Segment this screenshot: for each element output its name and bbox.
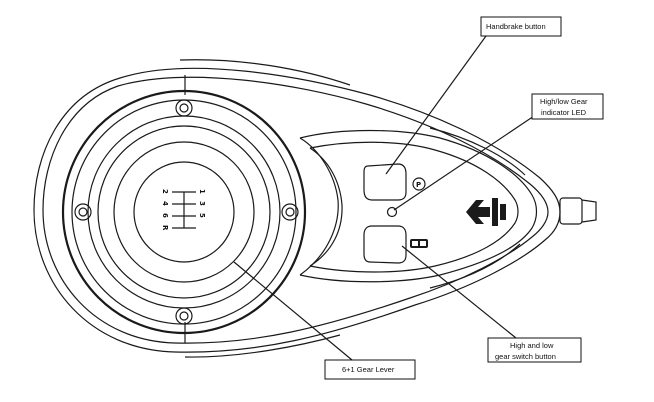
callout-led-line1: High/low Gear [540, 97, 588, 106]
callout-switch-line2: gear switch button [495, 352, 556, 361]
screw-right [281, 203, 299, 221]
callout-handbrake-label: Handbrake button [486, 22, 546, 31]
callout-gear-lever: 6+1 Gear Lever [324, 359, 416, 380]
callout-led: High/low Gear indicator LED [531, 93, 604, 120]
shift-top-2: 5 [198, 213, 206, 218]
handbrake-icon: P [412, 177, 426, 191]
callout-switch-line1: High and low [510, 341, 554, 350]
screw-bottom [175, 307, 193, 325]
callout-lines [233, 35, 541, 361]
screw-top [175, 99, 193, 117]
shift-pattern: 1 3 5 2 4 6 R [161, 189, 206, 231]
svg-text:P: P [416, 181, 421, 189]
gear-indicator-led [386, 206, 398, 218]
callout-handbrake: Handbrake button [480, 16, 562, 37]
shift-bottom-0: 2 [161, 189, 169, 194]
shift-bottom-2: 6 [161, 213, 169, 218]
callout-gear-switch: High and low gear switch button [487, 337, 582, 363]
screw-left [74, 203, 92, 221]
callout-led-line2: indicator LED [541, 108, 587, 117]
shift-bottom-3: R [161, 225, 169, 231]
shift-top-0: 1 [198, 189, 206, 194]
gear-switch-button[interactable] [363, 225, 407, 264]
brand-logo-icon [466, 198, 506, 226]
callout-gear-lever-label: 6+1 Gear Lever [342, 365, 395, 374]
handbrake-button[interactable] [363, 163, 407, 201]
shift-bottom-1: 4 [161, 201, 169, 206]
shift-top-1: 3 [198, 201, 206, 206]
gear-switch-icon [410, 239, 428, 248]
shifter-body [33, 59, 597, 358]
